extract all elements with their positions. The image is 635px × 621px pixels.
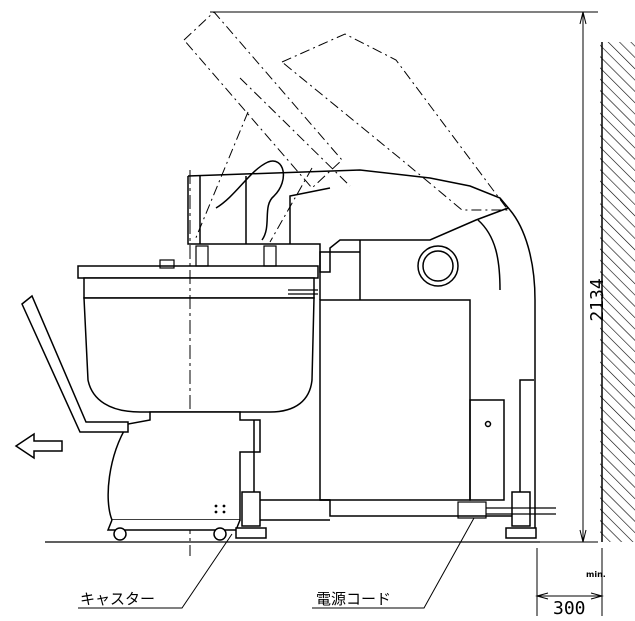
height-dimension [210,11,598,543]
clearance-dimension-value: 300 [553,598,586,619]
leveling-feet [235,491,537,539]
power-cord-outlet [457,501,556,519]
leader-lines [78,517,475,609]
wall [600,42,635,542]
base-holes [214,504,226,514]
dough-hook [215,160,285,241]
bowl-base [106,411,261,541]
bowl-rim [77,265,319,299]
caster-label: キャスター [80,590,155,608]
bowl [83,297,315,413]
bowl-fittings [159,245,318,295]
raised-head-outline [183,11,509,243]
mixer-arm [187,169,536,530]
left-arrow-icon [14,432,63,460]
clearance-dimension [535,548,604,616]
height-dimension-value: 2134 [587,278,608,321]
clearance-min-label: min. [586,570,606,579]
main-cabinet [250,245,534,521]
power-cord-label: 電源コード [316,590,391,608]
handle [21,294,129,433]
